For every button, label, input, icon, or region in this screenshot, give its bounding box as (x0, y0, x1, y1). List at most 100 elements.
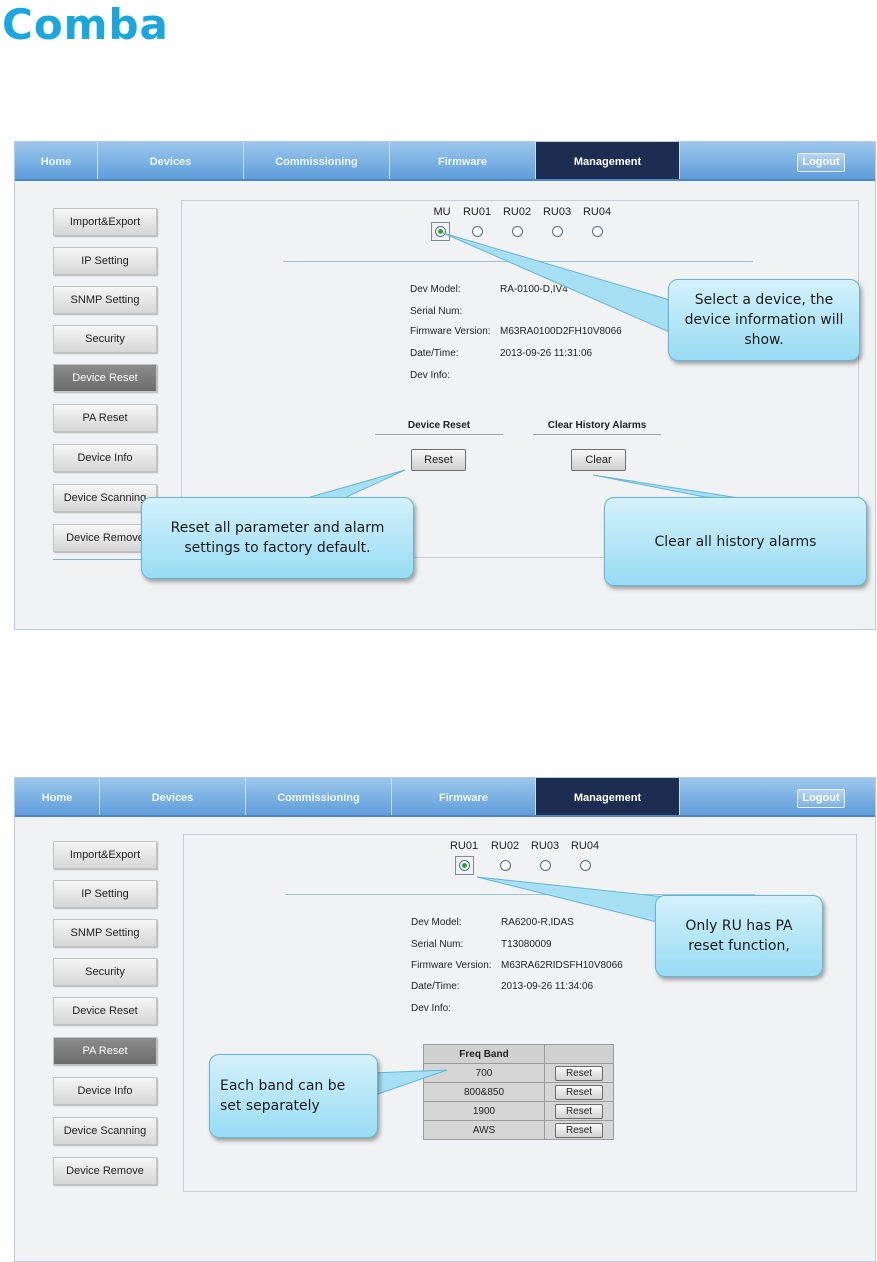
logout-button[interactable]: Logout (797, 789, 845, 808)
sidebar-item-device-reset[interactable]: Device Reset (53, 364, 157, 392)
action-cell: Reset (544, 1063, 614, 1083)
sidebar-item-device-info[interactable]: Device Info (53, 444, 157, 472)
table-row: 1900 Reset (423, 1101, 614, 1121)
sidebar-item-pa-reset[interactable]: PA Reset (53, 1037, 157, 1065)
device-label-ru02: RU02 (502, 206, 532, 218)
sidebar-item-import-export[interactable]: Import&Export (53, 208, 157, 236)
device-label-ru04: RU04 (582, 206, 612, 218)
datetime-label: Date/Time: (410, 348, 459, 359)
firmware-version-value: M63RA62RIDSFH10V8066 (501, 960, 623, 971)
table-row: AWS Reset (423, 1120, 614, 1140)
callout-each-band: Each band can be set separately (209, 1054, 378, 1138)
nav-firmware[interactable]: Firmware (390, 142, 536, 179)
device-label-ru03: RU03 (542, 206, 572, 218)
serial-num-value: T13080009 (501, 939, 552, 950)
band-reset-button[interactable]: Reset (555, 1084, 603, 1100)
firmware-version-label: Firmware Version: (410, 326, 491, 337)
clear-history-button[interactable]: Clear (571, 449, 626, 471)
serial-num-label: Serial Num: (411, 939, 464, 950)
sidebar-item-security[interactable]: Security (53, 325, 157, 353)
dev-info-label: Dev Info: (410, 370, 451, 381)
dev-model-value: RA6200-R,IDAS (501, 917, 574, 928)
radio-mu[interactable] (435, 226, 446, 237)
top-nav: Home Devices Commissioning Firmware Mana… (15, 778, 875, 817)
radio-ru02[interactable] (512, 226, 523, 237)
band-reset-button[interactable]: Reset (555, 1122, 603, 1138)
device-reset-button[interactable]: Reset (411, 449, 466, 471)
datetime-value: 2013-09-26 11:34:06 (501, 981, 594, 992)
radio-ru03[interactable] (540, 860, 551, 871)
dev-model-value: RA-0100-D,IV4 (500, 284, 568, 295)
action-cell: Reset (544, 1082, 614, 1102)
clear-history-underline (533, 434, 661, 435)
sidebar-item-device-scanning[interactable]: Device Scanning (53, 484, 157, 512)
top-nav: Home Devices Commissioning Firmware Mana… (15, 142, 875, 181)
logout-button[interactable]: Logout (797, 153, 845, 172)
radio-ru01[interactable] (459, 860, 470, 871)
nav-management[interactable]: Management (536, 142, 680, 179)
callout-pointers (372, 876, 676, 1096)
freq-band-header: Freq Band (423, 1044, 545, 1064)
callout-select-device: Select a device, the device information … (668, 279, 860, 361)
sidebar-item-snmp-setting[interactable]: SNMP Setting (53, 919, 157, 947)
callout-only-ru: Only RU has PA reset function, (655, 895, 823, 977)
nav-devices[interactable]: Devices (100, 778, 246, 815)
dev-info-label: Dev Info: (411, 1003, 452, 1014)
sidebar-item-snmp-setting[interactable]: SNMP Setting (53, 286, 157, 314)
dev-model-label: Dev Model: (411, 917, 462, 928)
action-header (544, 1044, 614, 1064)
sidebar-item-device-info[interactable]: Device Info (53, 1077, 157, 1105)
radio-ru04[interactable] (580, 860, 591, 871)
nav-firmware[interactable]: Firmware (392, 778, 536, 815)
separator-line (285, 894, 755, 895)
radio-ru04[interactable] (592, 226, 603, 237)
nav-management[interactable]: Management (536, 778, 680, 815)
sidebar-item-ip-setting[interactable]: IP Setting (53, 247, 157, 275)
action-cell: Reset (544, 1120, 614, 1140)
band-reset-button[interactable]: Reset (555, 1103, 603, 1119)
nav-home[interactable]: Home (15, 142, 98, 179)
nav-devices[interactable]: Devices (98, 142, 244, 179)
nav-home[interactable]: Home (15, 778, 100, 815)
device-label-ru01: RU01 (449, 840, 479, 852)
datetime-label: Date/Time: (411, 981, 460, 992)
sidebar-item-security[interactable]: Security (53, 958, 157, 986)
device-reset-title: Device Reset (407, 420, 471, 431)
device-label-mu: MU (433, 206, 451, 218)
radio-ru03[interactable] (552, 226, 563, 237)
freq-band-table: Freq Band 700 Reset 800&850 Reset 1900 R… (423, 1044, 614, 1140)
sidebar-item-ip-setting[interactable]: IP Setting (53, 880, 157, 908)
callout-clear-all: Clear all history alarms (604, 497, 867, 586)
sidebar-item-import-export[interactable]: Import&Export (53, 841, 157, 869)
device-reset-underline (375, 434, 503, 435)
device-label-ru01: RU01 (462, 206, 492, 218)
nav-commissioning[interactable]: Commissioning (246, 778, 392, 815)
serial-num-label: Serial Num: (410, 306, 463, 317)
device-label-ru04: RU04 (570, 840, 600, 852)
sidebar-item-device-remove[interactable]: Device Remove (53, 524, 157, 552)
table-row: 700 Reset (423, 1063, 614, 1083)
management-pa-reset-screen: Home Devices Commissioning Firmware Mana… (14, 777, 876, 1262)
table-header-row: Freq Band (423, 1044, 614, 1064)
comba-logo: Comba (2, 0, 169, 49)
firmware-version-value: M63RA0100D2FH10V8066 (500, 326, 622, 337)
radio-ru01[interactable] (472, 226, 483, 237)
callout-reset-all: Reset all parameter and alarm settings t… (141, 497, 414, 579)
clear-history-title: Clear History Alarms (547, 420, 647, 431)
table-row: 800&850 Reset (423, 1082, 614, 1102)
action-cell: Reset (544, 1101, 614, 1121)
sidebar-item-device-scanning[interactable]: Device Scanning (53, 1117, 157, 1145)
band-reset-button[interactable]: Reset (555, 1065, 603, 1081)
device-label-ru03: RU03 (530, 840, 560, 852)
sidebar-item-pa-reset[interactable]: PA Reset (53, 404, 157, 432)
radio-ru02[interactable] (500, 860, 511, 871)
nav-commissioning[interactable]: Commissioning (244, 142, 390, 179)
datetime-value: 2013-09-26 11:31:06 (500, 348, 593, 359)
device-label-ru02: RU02 (490, 840, 520, 852)
sidebar-item-device-remove[interactable]: Device Remove (53, 1157, 157, 1185)
management-device-reset-screen: Home Devices Commissioning Firmware Mana… (14, 141, 876, 630)
firmware-version-label: Firmware Version: (411, 960, 492, 971)
sidebar-divider (53, 559, 167, 560)
dev-model-label: Dev Model: (410, 284, 461, 295)
sidebar-item-device-reset[interactable]: Device Reset (53, 997, 157, 1025)
